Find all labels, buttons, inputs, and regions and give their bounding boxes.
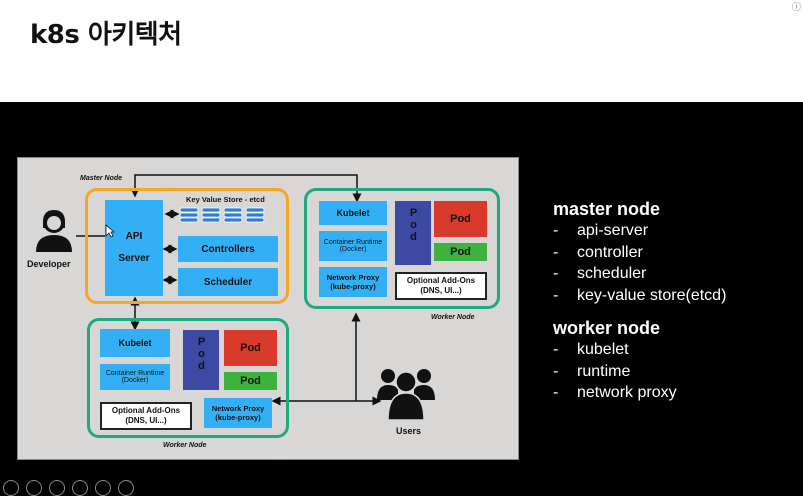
zoom-icon[interactable] bbox=[95, 480, 111, 496]
pod-red-bottom: Pod bbox=[224, 330, 277, 366]
users-label: Users bbox=[396, 426, 422, 436]
worker-node-top-box bbox=[304, 188, 500, 309]
worker-node-item: -runtime bbox=[553, 361, 726, 383]
mouse-cursor-icon bbox=[105, 224, 115, 238]
master-node-box bbox=[85, 188, 289, 304]
container-runtime-bottom-box: Container Runtime (Docker) bbox=[100, 364, 170, 390]
bullet-dash: - bbox=[553, 341, 559, 358]
master-node-item-label: controller bbox=[577, 243, 643, 261]
etcd-icons bbox=[179, 204, 267, 226]
container-runtime-top-box: Container Runtime (Docker) bbox=[319, 231, 387, 261]
database-icon bbox=[179, 207, 265, 223]
master-node-item: -key-value store(etcd) bbox=[553, 285, 726, 307]
kubelet-bottom-box: Kubelet bbox=[100, 329, 170, 357]
users-icon bbox=[377, 369, 435, 420]
optional-addons-top: Optional Add-Ons (DNS, UI...) bbox=[395, 272, 487, 300]
bullet-dash: - bbox=[553, 222, 559, 239]
master-node-item-label: scheduler bbox=[577, 265, 647, 282]
worker-node-item-label: runtime bbox=[577, 362, 631, 380]
scheduler-box: Scheduler bbox=[178, 268, 278, 296]
worker-node-item: - kubelet bbox=[553, 339, 726, 361]
pod-green-bottom: Pod bbox=[224, 372, 277, 390]
bullet-dash: - bbox=[553, 384, 559, 401]
worker-node-heading: worker node bbox=[553, 318, 661, 338]
worker-node-item-label: network proxy bbox=[577, 384, 677, 401]
bullet-dash: - bbox=[553, 265, 559, 282]
pod-vertical-top-label: Pod bbox=[407, 207, 420, 243]
slide-header: k8s 아키텍처 ⓘ bbox=[0, 0, 803, 102]
controllers-box: Controllers bbox=[178, 236, 278, 262]
next-icon[interactable] bbox=[26, 480, 42, 496]
more-icon[interactable] bbox=[118, 480, 134, 496]
slides-icon[interactable] bbox=[72, 480, 88, 496]
pod-vertical-top: Pod bbox=[395, 201, 431, 265]
master-node-item: - scheduler bbox=[553, 263, 726, 285]
bullet-dash: - bbox=[553, 286, 559, 304]
master-node-heading: master node bbox=[553, 199, 661, 219]
worker-node-bottom-box bbox=[87, 318, 289, 438]
network-proxy-top-box: Network Proxy (kube-proxy) bbox=[319, 267, 387, 297]
bullet-dash: - bbox=[553, 243, 559, 261]
etcd-label: Key Value Store - etcd bbox=[186, 195, 265, 204]
side-notes: master node -api-server-controller-sched… bbox=[553, 198, 726, 404]
worker-node-item-label: kubelet bbox=[577, 341, 629, 358]
api-label: API bbox=[125, 231, 143, 242]
worker-node-top-label: Worker Node bbox=[431, 314, 475, 321]
developer-label: Developer bbox=[27, 259, 71, 269]
pod-vertical-bottom: Pod bbox=[183, 330, 219, 390]
pod-green-top: Pod bbox=[434, 243, 487, 261]
kubelet-top-box: Kubelet bbox=[319, 201, 387, 225]
worker-node-list: -kubelet-runtime-network proxy bbox=[553, 339, 726, 404]
api-server-box: API Server bbox=[105, 200, 163, 296]
network-proxy-bottom-box: Network Proxy (kube-proxy) bbox=[204, 398, 272, 428]
master-node-item-label: api-server bbox=[577, 222, 649, 239]
pod-red-top: Pod bbox=[434, 201, 487, 237]
previous-icon[interactable] bbox=[3, 480, 19, 496]
pen-icon[interactable] bbox=[49, 480, 65, 496]
master-node-list: -api-server-controller-scheduler-key-val… bbox=[553, 220, 726, 306]
worker-node-bottom-label: Worker Node bbox=[163, 442, 207, 449]
pod-vertical-bottom-label: Pod bbox=[195, 336, 208, 372]
master-node-item: - api-server bbox=[553, 220, 726, 242]
worker-node-item: - network proxy bbox=[553, 382, 726, 404]
master-node-item-label: key-value store(etcd) bbox=[577, 286, 727, 304]
k8s-architecture-diagram: Master Node Key Value Store - etcd API S… bbox=[17, 157, 519, 460]
server-label: Server bbox=[118, 253, 150, 264]
master-node-item: -controller bbox=[553, 242, 726, 264]
page-title: k8s 아키텍처 bbox=[30, 20, 182, 50]
optional-addons-bottom: Optional Add-Ons (DNS, UI...) bbox=[100, 402, 192, 430]
master-node-label: Master Node bbox=[80, 175, 123, 182]
presentation-toolbar bbox=[0, 478, 170, 496]
developer-icon bbox=[36, 210, 72, 252]
info-icon[interactable]: ⓘ bbox=[791, 3, 801, 13]
bullet-dash: - bbox=[553, 362, 559, 380]
slide-body: Master Node Key Value Store - etcd API S… bbox=[0, 102, 803, 489]
